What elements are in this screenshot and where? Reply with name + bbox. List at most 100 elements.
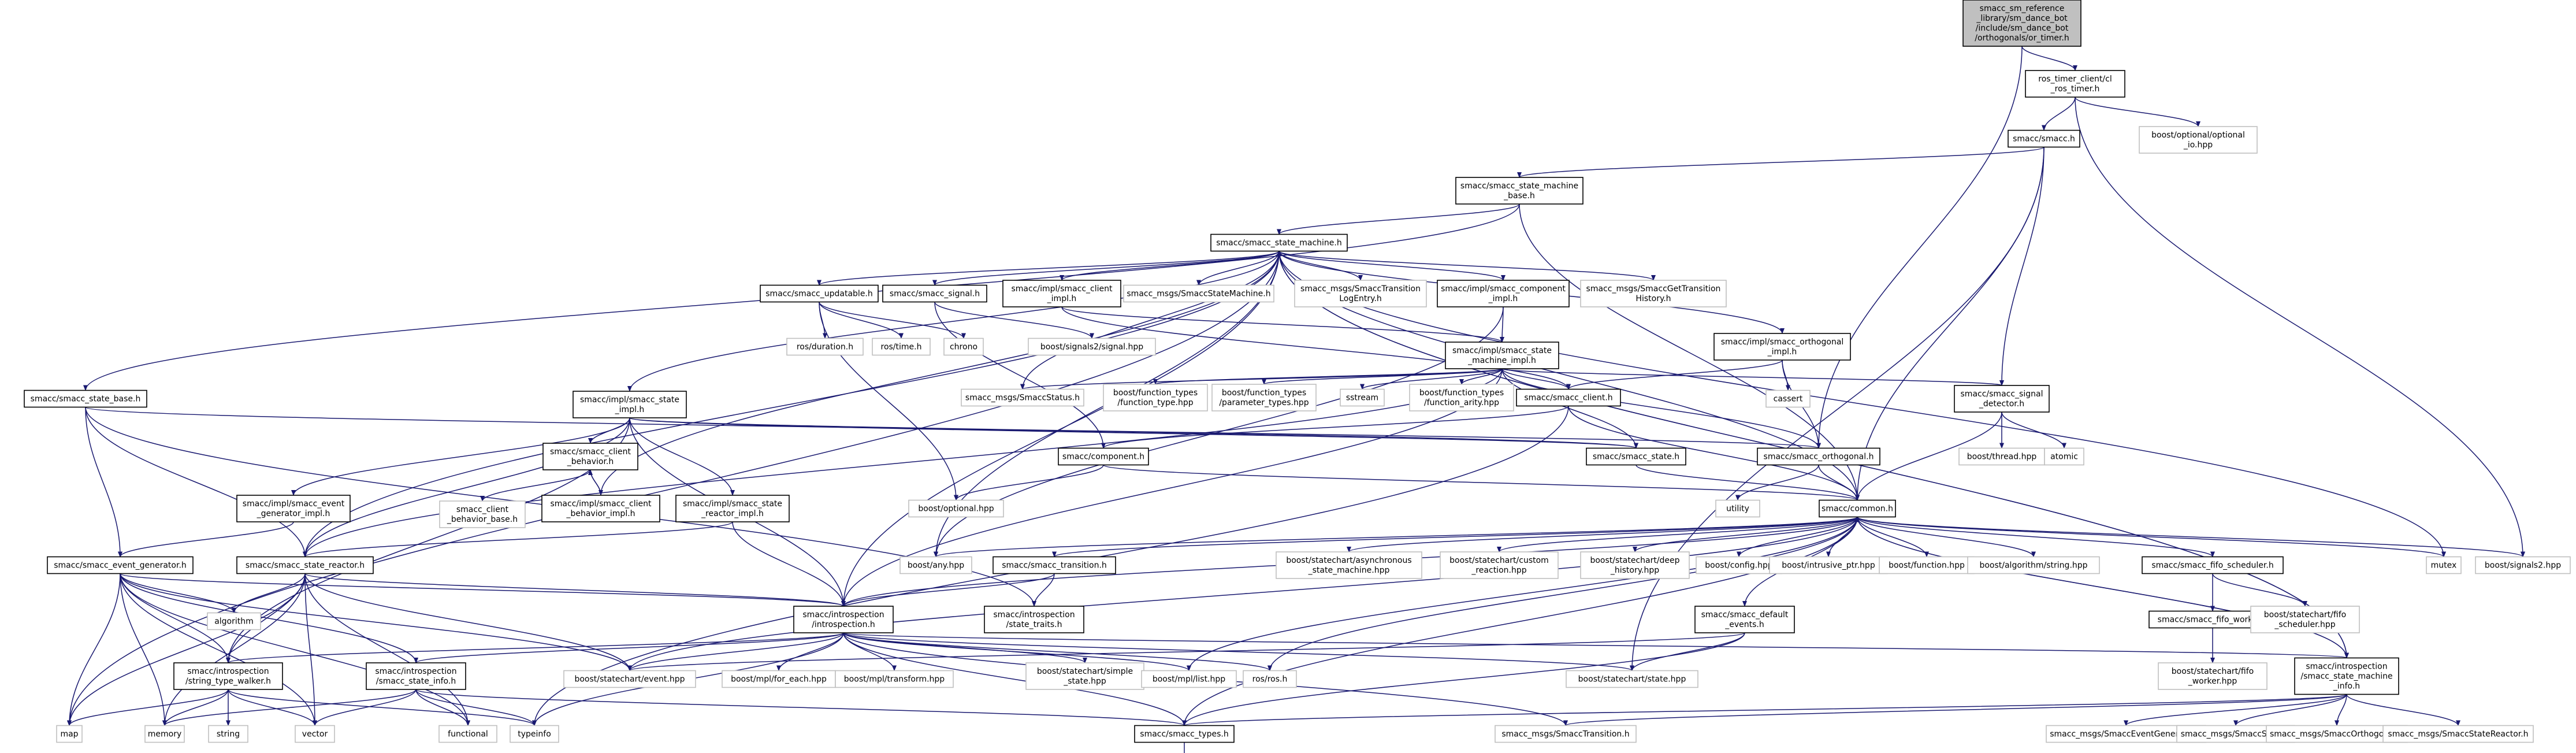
node-string-type-walker[interactable]: smacc/introspection/string_type_walker.h bbox=[173, 662, 283, 690]
edge-smacc-common-to-roslib bbox=[1267, 517, 1858, 672]
node-box bbox=[1954, 385, 2050, 413]
node-smacc-orthogonal[interactable]: smacc/smacc_orthogonal.h bbox=[1757, 447, 1880, 466]
node-client-behavior-impl[interactable]: smacc/impl/smacc_client_behavior_impl.h bbox=[541, 495, 660, 522]
node-label: /introspection.h bbox=[812, 620, 875, 629]
node-box bbox=[236, 556, 374, 574]
edge-sm-info-to-msgs-event-generator bbox=[2124, 693, 2347, 726]
node-label: /orthogonals/or_timer.h bbox=[1975, 34, 2069, 43]
node-box bbox=[943, 337, 984, 356]
node-box bbox=[56, 725, 83, 743]
node-default-events[interactable]: smacc/smacc_default_events.h bbox=[1694, 606, 1795, 633]
edge-sm-info-to-msgs-transition bbox=[1563, 693, 2347, 726]
node-state-machine-base[interactable]: smacc/smacc_state_machine_base.h bbox=[1455, 177, 1583, 205]
node-box bbox=[573, 391, 687, 418]
node-label: smacc/smacc_client.h bbox=[1524, 394, 1612, 403]
node-state-info[interactable]: smacc/introspection/smacc_state_info.h bbox=[366, 662, 466, 690]
node-state-reactor[interactable]: smacc/smacc_state_reactor.h bbox=[236, 556, 374, 574]
edge-smacc-state-to-smacc-common bbox=[1635, 465, 1860, 501]
node-orthogonal-impl[interactable]: smacc/impl/smacc_orthogonal_impl.h bbox=[1713, 333, 1851, 361]
node-box bbox=[295, 725, 335, 743]
node-label: smacc_msgs/SmaccState.h bbox=[2181, 730, 2291, 739]
edge-state-machine-impl-to-smacc-orthogonal bbox=[1501, 368, 1821, 449]
node-label: smacc/smacc.h bbox=[2013, 135, 2075, 144]
node-box bbox=[1025, 662, 1144, 690]
node-smacc-h[interactable]: smacc/smacc.h bbox=[2008, 129, 2080, 148]
edge-smacc-signal-to-smacc-component bbox=[934, 302, 1106, 449]
node-label: smacc/smacc_default bbox=[1701, 610, 1789, 620]
node-label: _state.hpp bbox=[1063, 677, 1106, 686]
node-label: smacc/smacc_client bbox=[550, 447, 631, 457]
node-label: boost/statechart/deep bbox=[1590, 556, 1679, 565]
node-label: memory bbox=[148, 730, 182, 739]
node-bs-simple-state: boost/statechart/simple_state.hpp bbox=[1025, 662, 1144, 690]
node-label: smacc/smacc_transition.h bbox=[1002, 561, 1107, 570]
node-chrono: chrono bbox=[943, 337, 984, 356]
node-client-behavior-base: smacc_client_behavior_base.h bbox=[439, 500, 526, 528]
node-root[interactable]: smacc_sm_reference_library/sm_dance_bot/… bbox=[1962, 0, 2081, 47]
node-fifo-scheduler[interactable]: smacc/smacc_fifo_scheduler.h bbox=[2142, 556, 2284, 574]
node-introspection[interactable]: smacc/introspection/introspection.h bbox=[793, 606, 894, 633]
node-state-reactor-impl[interactable]: smacc/impl/smacc_state_reactor_impl.h bbox=[675, 495, 790, 522]
node-client-behavior[interactable]: smacc/smacc_client_behavior.h bbox=[542, 443, 638, 470]
node-label: boost/signals2/signal.hpp bbox=[1040, 343, 1143, 352]
node-label: boost/function_types bbox=[1419, 388, 1504, 398]
node-label: boost/config.hpp bbox=[1705, 561, 1773, 570]
node-box bbox=[1058, 447, 1149, 466]
node-label: _events.h bbox=[1724, 620, 1764, 629]
node-state-machine-impl[interactable]: smacc/impl/smacc_state_machine_impl.h bbox=[1445, 342, 1559, 369]
node-box bbox=[1437, 280, 1570, 307]
node-label: smacc_client bbox=[456, 505, 509, 514]
node-smacc-component[interactable]: smacc/component.h bbox=[1058, 447, 1149, 466]
node-label: smacc/smacc_state_machine bbox=[1460, 181, 1578, 191]
node-box bbox=[1757, 447, 1880, 466]
node-smacc-signal[interactable]: smacc/smacc_signal.h bbox=[882, 284, 987, 303]
node-mutex: mutex bbox=[2426, 556, 2462, 574]
edge-sm-info-to-smacc-types bbox=[1182, 693, 2347, 726]
node-event-generator[interactable]: smacc/smacc_event_generator.h bbox=[47, 556, 194, 574]
edge-state-machine-impl-to-bf-parameter-types bbox=[1262, 368, 1503, 385]
node-smacc-state-base[interactable]: smacc/smacc_state_base.h bbox=[24, 390, 147, 408]
edge-state-machine-impl-to-state-reactor bbox=[303, 368, 1503, 558]
node-smacc-types[interactable]: smacc/smacc_types.h bbox=[1134, 725, 1235, 743]
node-box bbox=[1580, 280, 1727, 307]
edge-smacc-component-to-smacc-common bbox=[1103, 464, 1860, 501]
node-box bbox=[1495, 725, 1637, 743]
node-bs-custom-reaction: boost/statechart/custom_reaction.hpp bbox=[1440, 551, 1559, 579]
node-box bbox=[1696, 556, 1782, 574]
node-client-impl[interactable]: smacc/impl/smacc_client_impl.h bbox=[1002, 280, 1121, 307]
edge-smacc-common-to-bs-event bbox=[627, 517, 1858, 672]
edge-smacc-common-to-boost-signals2 bbox=[1857, 516, 2525, 558]
node-label: _worker.hpp bbox=[2188, 677, 2237, 686]
node-state-traits[interactable]: smacc/introspection/state_traits.h bbox=[984, 606, 1084, 633]
edge-signal-detector-to-atomic bbox=[2001, 411, 2066, 449]
node-smacc-state-machine[interactable]: smacc/smacc_state_machine.h bbox=[1210, 233, 1348, 252]
node-label: smacc/smacc_fifo_worker.h bbox=[2158, 615, 2268, 625]
node-smacc-client[interactable]: smacc/smacc_client.h bbox=[1516, 388, 1621, 407]
edge-state-impl-to-state-reactor-impl bbox=[629, 417, 735, 496]
node-smacc-updatable[interactable]: smacc/smacc_updatable.h bbox=[760, 284, 879, 303]
node-ros-timer-client[interactable]: ros_timer_client/cl_ros_timer.h bbox=[2025, 70, 2125, 98]
node-mpl-list: boost/mpl/list.hpp bbox=[1141, 670, 1237, 688]
node-memory: memory bbox=[144, 725, 185, 743]
edge-smacc-orthogonal-to-smacc-common bbox=[1818, 465, 1860, 501]
node-signal-detector[interactable]: smacc/smacc_signal_detector.h bbox=[1954, 385, 2050, 413]
node-state-impl[interactable]: smacc/impl/smacc_state_impl.h bbox=[573, 391, 687, 418]
node-sm-info[interactable]: smacc/introspection/smacc_state_machine_… bbox=[2294, 657, 2399, 695]
node-component-impl[interactable]: smacc/impl/smacc_component_impl.h bbox=[1437, 280, 1570, 307]
node-smacc-common[interactable]: smacc/common.h bbox=[1819, 499, 1896, 518]
edge-ros-timer-client-to-smacc-h bbox=[2042, 97, 2076, 131]
node-label: _behavior.h bbox=[567, 457, 614, 466]
node-label: smacc/smacc_orthogonal.h bbox=[1764, 452, 1874, 462]
edge-event-generator-to-functional bbox=[120, 573, 470, 726]
node-box bbox=[438, 725, 497, 743]
node-label: boost/mpl/for_each.hpp bbox=[731, 675, 827, 684]
node-label: LogEntry.h bbox=[1339, 294, 1382, 303]
node-box bbox=[1516, 388, 1621, 407]
node-smacc-transition[interactable]: smacc/smacc_transition.h bbox=[993, 556, 1116, 574]
node-event-generator-impl[interactable]: smacc/impl/smacc_event_generator_impl.h bbox=[236, 495, 351, 522]
node-label: algorithm bbox=[214, 617, 254, 626]
node-bs-fifo-worker: boost/statechart/fifo_worker.hpp bbox=[2158, 662, 2268, 690]
node-label: smacc/smacc_state_machine.h bbox=[1216, 239, 1341, 248]
node-smacc-state[interactable]: smacc/smacc_state.h bbox=[1586, 447, 1686, 466]
